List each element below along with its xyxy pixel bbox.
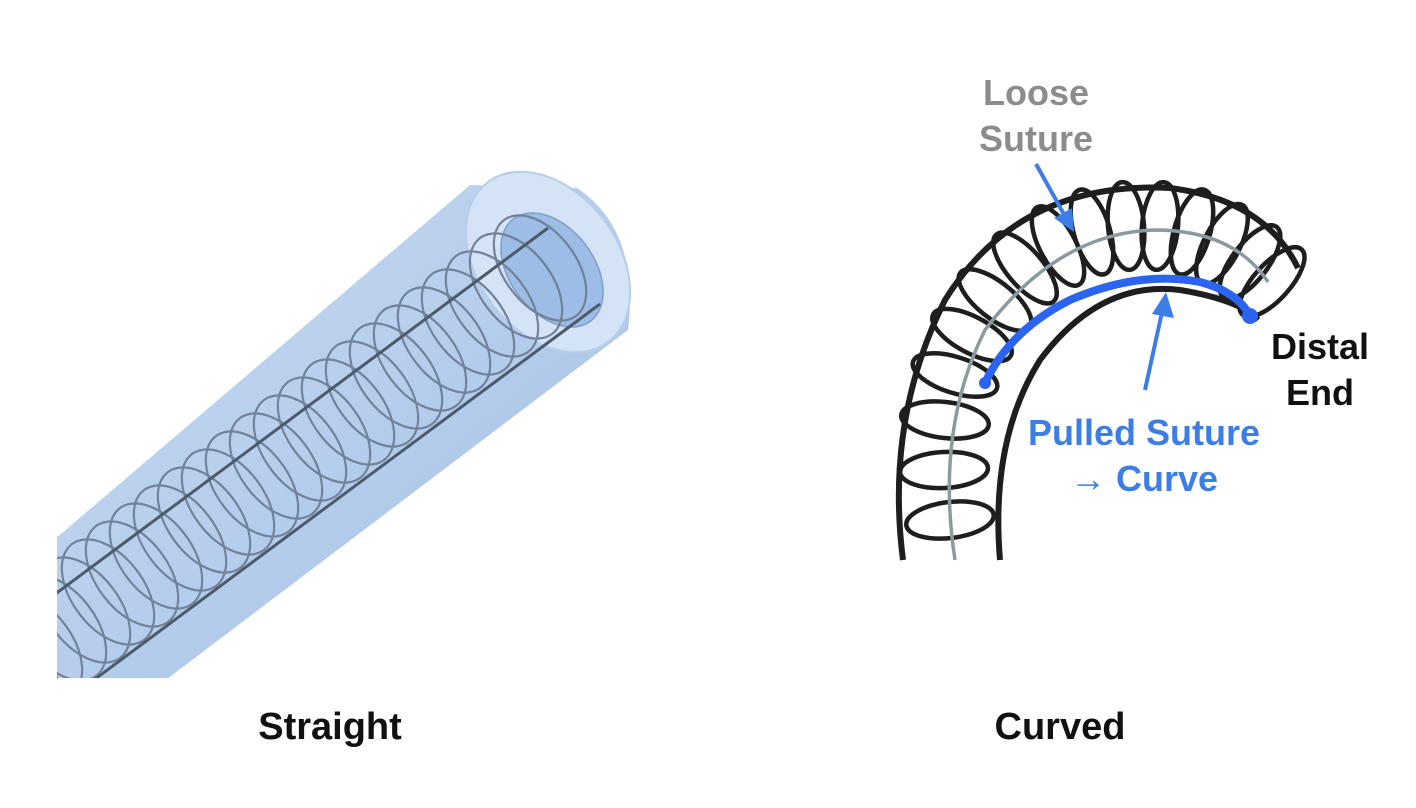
tube-body <box>0 170 632 700</box>
sketch-loop <box>991 230 1059 306</box>
sketch-loop <box>1068 187 1116 277</box>
suture-wire-bottom <box>94 302 601 678</box>
coil-loop <box>108 502 204 610</box>
sketch-inner-wall <box>995 285 1261 561</box>
coil-loop <box>132 484 228 592</box>
pulled-suture-label-line1: Pulled Suture <box>1027 412 1261 453</box>
pulled-suture-line <box>981 274 1254 387</box>
caption-straight: Straight <box>258 706 402 748</box>
coil-loop <box>156 466 252 574</box>
distal-end-label-line2: End <box>1286 372 1354 413</box>
coil-loop <box>0 648 5 700</box>
sketch-loop <box>910 351 1000 399</box>
coil-loop <box>252 394 348 502</box>
coil-loop <box>492 214 588 322</box>
pulled-suture-end-dot <box>1242 308 1258 324</box>
coil-loop <box>57 556 132 664</box>
sketch-outer-wall <box>895 184 1301 561</box>
arrow-down-right-icon <box>1034 163 1074 232</box>
pulled-suture-start-dot <box>979 377 991 389</box>
sketch-loop <box>897 449 991 491</box>
pulled-suture-label: Pulled Suture → Curve <box>1004 410 1284 502</box>
straight-tube-illustration <box>0 170 632 700</box>
coil-spring <box>0 214 588 700</box>
coil-loop <box>57 592 84 678</box>
coil-loop <box>324 340 420 448</box>
coil-loop <box>84 520 180 628</box>
coil-loop <box>60 538 156 646</box>
loose-suture-label-line2: Suture <box>978 118 1093 159</box>
coil-loop <box>444 250 540 358</box>
coil-loop <box>276 376 372 484</box>
curved-tube-sketch <box>895 163 1307 561</box>
coil-loop <box>396 286 492 394</box>
suture-wire-top <box>57 226 549 595</box>
sketch-loop <box>930 306 1014 364</box>
coil-loop <box>57 574 108 678</box>
arrow-up-icon <box>1143 292 1174 391</box>
caption-curved: Curved <box>994 706 1126 748</box>
loose-suture-line <box>947 228 1270 561</box>
sketch-loop <box>1139 179 1181 273</box>
coil-loop <box>372 304 468 412</box>
coil-loop <box>0 612 53 700</box>
coil-loop <box>300 358 396 466</box>
pulled-suture-label-line2: → Curve <box>1069 458 1219 499</box>
sketch-loop <box>1237 245 1307 319</box>
coil-loop <box>0 630 29 700</box>
sketch-loop <box>898 399 992 441</box>
distal-end-label-line1: Distal <box>1270 326 1370 367</box>
loose-suture-label: Loose Suture <box>956 70 1116 162</box>
coil-loop <box>348 322 444 430</box>
coil-loop <box>204 430 300 538</box>
coil-loop <box>468 232 564 340</box>
loose-suture-label-line1: Loose <box>982 72 1089 113</box>
coil-loop <box>180 448 276 556</box>
coil-loop <box>228 412 324 520</box>
coil-loop <box>420 268 516 376</box>
distal-end-label: Distal End <box>1250 324 1390 416</box>
